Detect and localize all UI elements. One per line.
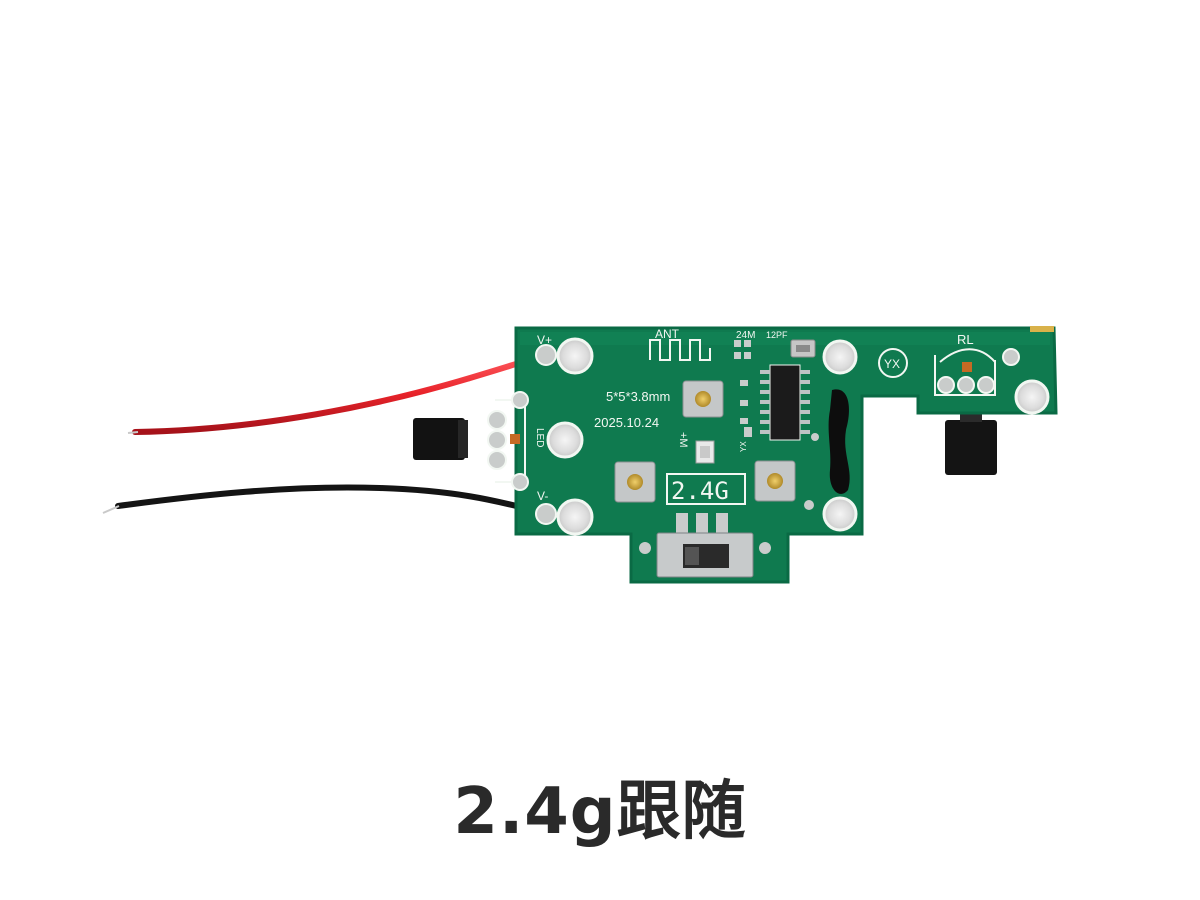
silk-lr: RL [957,332,974,347]
top-tact-switch [682,380,724,418]
glue-blob [828,389,850,494]
pcb-board [514,326,1058,584]
silk-ic-mark: YX [739,441,748,452]
silk-brand: YX [884,357,900,371]
silk-switch-mark: +M [677,432,689,448]
v-minus-pad [535,503,557,525]
silk-cap: 12PF [766,330,788,340]
mounting-holes [546,337,1050,536]
antenna-trace [649,339,711,361]
silk-v-plus: V+ [537,333,552,347]
silk-ant: ANT [655,327,680,341]
silk-date: 2025.10.24 [594,415,659,430]
left-sensor [487,391,529,491]
silk-band: 2.4G [671,477,729,505]
red-wire [127,352,548,435]
ic-chip [760,364,810,441]
silk-v-minus: V- [537,489,548,503]
brand-logo [878,348,908,378]
left-tact-switch [614,461,656,503]
right-sensor [934,348,1020,396]
v-plus-pad [535,344,557,366]
small-pads [734,340,752,437]
product-caption: 2.4g跟随 [453,775,747,849]
slide-switch [639,513,771,578]
silk-size: 5*5*3.8mm [606,389,670,404]
left-connector [413,418,465,460]
band-label-box [666,473,746,505]
silk-freq: 24M [736,330,755,341]
black-wire [102,484,548,516]
right-connector [945,420,997,475]
silk-led: LED [534,428,545,447]
right-tact-switch [754,460,796,502]
